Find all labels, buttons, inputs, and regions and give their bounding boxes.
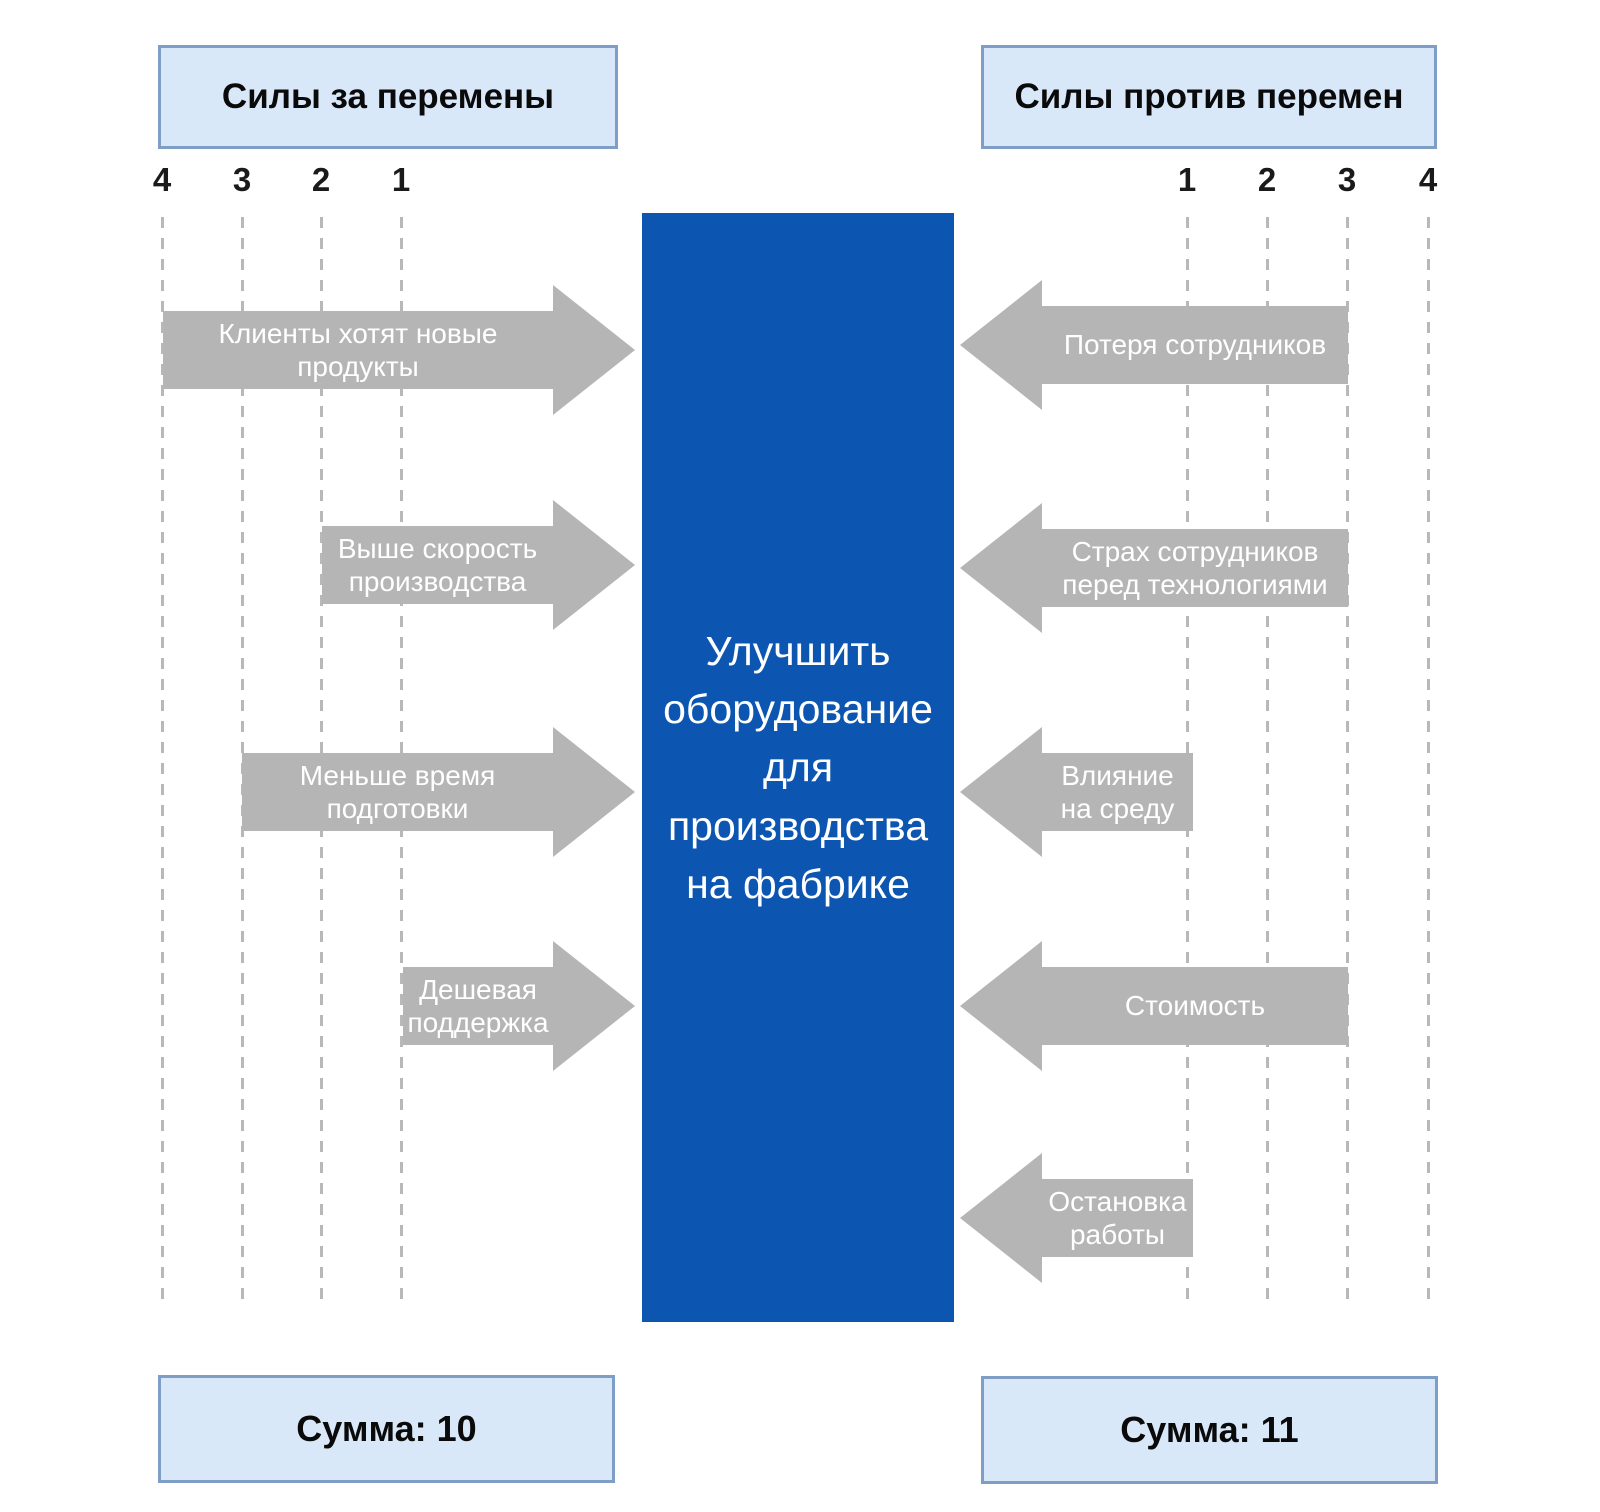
gridline-right-2 <box>1266 217 1269 1300</box>
scale-left-4: 4 <box>152 161 172 198</box>
header-forces-against-label: Силы против перемен <box>1014 77 1404 116</box>
force-arrow-for-3: Меньше время подготовки <box>242 727 635 857</box>
scale-right-1: 1 <box>1177 161 1197 198</box>
force-label: Страх сотрудников перед технологиями <box>1062 535 1328 600</box>
sum-against-label: Сумма: 11 <box>1120 1409 1299 1450</box>
scale-left-1: 1 <box>391 161 411 198</box>
sum-box-against: Сумма: 11 <box>981 1376 1438 1484</box>
change-goal-label: Улучшить оборудование для производства н… <box>663 627 933 907</box>
scale-right-4: 4 <box>1418 161 1438 198</box>
force-arrow-for-1: Клиенты хотят новые продукты <box>163 285 635 415</box>
force-arrow-for-2: Выше скорость производства <box>322 500 635 630</box>
force-label: Клиенты хотят новые продукты <box>218 317 498 382</box>
scale-right-2: 2 <box>1257 161 1277 198</box>
sum-box-for: Сумма: 10 <box>158 1375 615 1483</box>
header-forces-for: Силы за перемены <box>158 45 618 149</box>
scale-left-2: 2 <box>311 161 331 198</box>
force-label: Влияние на среду <box>1060 759 1175 824</box>
force-label: Меньше время подготовки <box>299 759 496 824</box>
force-label: Остановка работы <box>1048 1185 1187 1250</box>
gridline-right-4 <box>1427 217 1430 1300</box>
force-label: Стоимость <box>1124 990 1266 1022</box>
force-label: Дешевая поддержка <box>407 973 549 1038</box>
sum-for-label: Сумма: 10 <box>296 1408 477 1449</box>
force-label: Выше скорость производства <box>337 532 538 597</box>
header-forces-against: Силы против перемен <box>981 45 1437 149</box>
change-goal-box: Улучшить оборудование для производства н… <box>642 213 954 1322</box>
force-arrow-against-2: Страх сотрудников перед технологиями <box>960 503 1348 633</box>
scale-right-3: 3 <box>1337 161 1357 198</box>
force-arrow-against-3: Влияние на среду <box>960 727 1193 857</box>
force-arrow-for-4: Дешевая поддержка <box>403 941 635 1071</box>
gridline-right-3 <box>1346 217 1349 1300</box>
force-arrow-against-1: Потеря сотрудников <box>960 280 1348 410</box>
scale-left-3: 3 <box>232 161 252 198</box>
force-arrow-against-5: Остановка работы <box>960 1153 1193 1283</box>
gridline-left-4 <box>161 217 164 1300</box>
header-forces-for-label: Силы за перемены <box>221 77 555 116</box>
force-arrow-against-4: Стоимость <box>960 941 1348 1071</box>
force-label: Потеря сотрудников <box>1063 329 1327 361</box>
